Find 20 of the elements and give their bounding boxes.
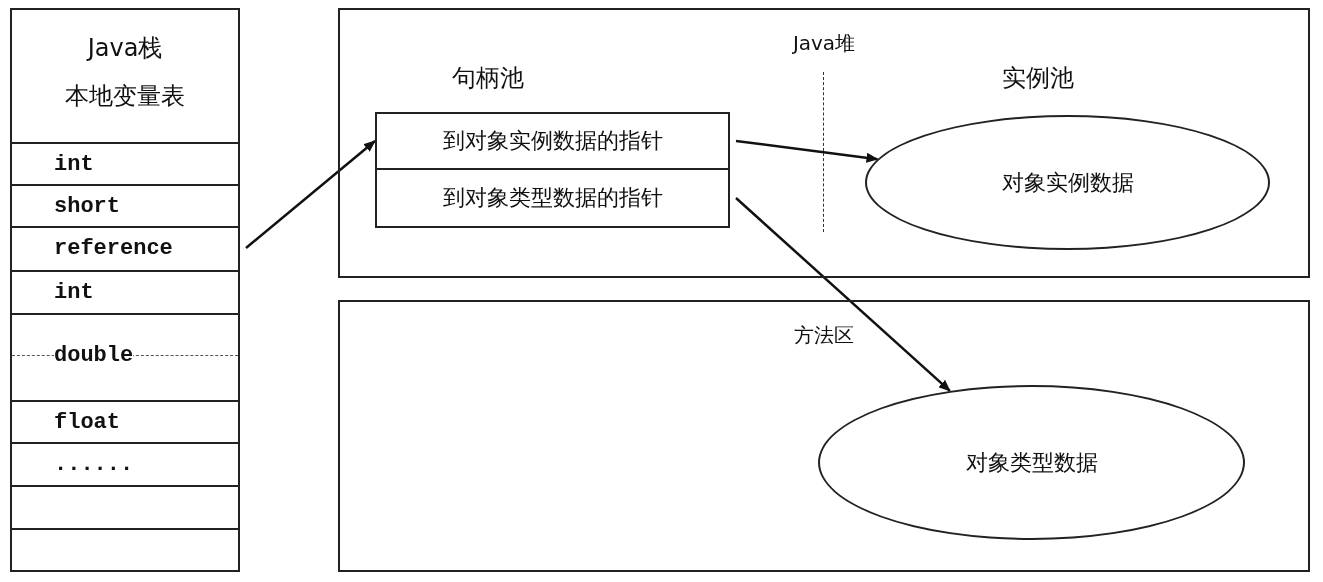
pool-heading: 句柄池	[452, 63, 524, 94]
ellipse-text: 对象实例数据	[1001, 168, 1134, 197]
ellipse-text: 对象类型数据	[965, 448, 1098, 477]
arrow	[735, 139, 879, 163]
stack-heading: Java栈	[87, 33, 163, 64]
area-title: 方法区	[794, 322, 854, 349]
pointer-row	[375, 168, 730, 228]
stack-table	[10, 8, 240, 572]
area-title: Java堆	[792, 30, 856, 57]
stack-heading: 本地变量表	[65, 81, 185, 112]
pool-heading: 实例池	[1002, 63, 1074, 94]
memory-area-box	[338, 8, 1310, 278]
pointer-text: 到对象类型数据的指针	[442, 184, 663, 212]
pointer-row	[375, 112, 730, 170]
data-ellipse	[818, 385, 1245, 540]
data-ellipse	[865, 115, 1270, 250]
arrow	[245, 140, 376, 249]
arrow	[735, 197, 951, 392]
pointer-text: 到对象实例数据的指针	[442, 127, 663, 155]
memory-area-box	[338, 300, 1310, 572]
